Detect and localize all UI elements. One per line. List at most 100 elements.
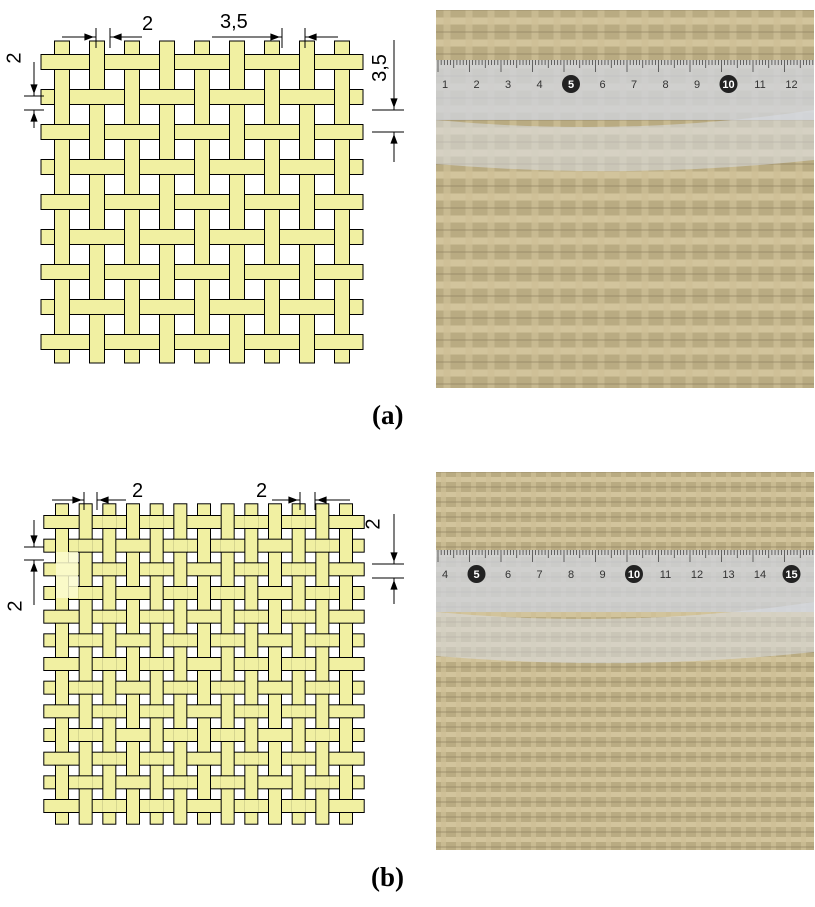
weft-over-crossing [102, 562, 117, 576]
weft-over-crossing [268, 539, 282, 553]
dim-label-b-weft-gap: 2 [362, 518, 385, 530]
dimension-arrow [390, 580, 398, 590]
burlap-warp-thread [597, 10, 605, 388]
ruler-body [436, 550, 814, 612]
weft-over-crossing [264, 334, 280, 350]
warp-yarn [78, 503, 93, 825]
weft-over-crossing [159, 229, 175, 245]
weft-over-crossing [334, 194, 350, 210]
weft-over-crossing [197, 610, 211, 624]
weft-over-crossing [244, 610, 259, 624]
dimension-arrow [307, 33, 317, 41]
weft-over-crossing [334, 54, 350, 70]
weft-over-crossing [159, 159, 175, 175]
ruler-number: 9 [599, 569, 605, 581]
burlap-gap-shadow [436, 273, 814, 275]
weft-over-crossing [264, 124, 280, 140]
burlap-warp-thread [711, 472, 716, 850]
burlap-warp-thread [751, 10, 759, 388]
dimension-arrow [99, 496, 109, 504]
burlap-gap-shadow [436, 10, 814, 11]
weft-over-crossing [194, 194, 210, 210]
weft-over-crossing [197, 704, 211, 718]
burlap-gap-shadow [436, 741, 814, 743]
burlap-gap-shadow [436, 207, 814, 209]
weft-over-crossing [102, 657, 117, 671]
ruler-number: 6 [505, 569, 511, 581]
weft-over-crossing [315, 775, 330, 789]
weft-over-crossing [339, 704, 353, 718]
burlap-warp-thread [553, 10, 561, 388]
dimension-arrow [72, 496, 82, 504]
weft-over-crossing [339, 562, 353, 576]
weft-over-crossing [173, 681, 188, 695]
ruler-number: 1 [442, 79, 448, 91]
burlap-gap-shadow [436, 185, 814, 187]
weft-over-crossing [339, 515, 353, 529]
weft-over-crossing [315, 728, 330, 742]
weft-over-crossing [291, 562, 306, 576]
weft-over-crossing [173, 775, 188, 789]
weft-over-crossing [102, 752, 117, 766]
ruler-number: 9 [694, 79, 700, 91]
weft-over-crossing [244, 752, 259, 766]
warp-yarn [159, 40, 175, 364]
dimension-arrow [30, 562, 38, 572]
weft-over-crossing [264, 54, 280, 70]
weft-over-crossing [78, 775, 93, 789]
weft-over-crossing [315, 681, 330, 695]
dimension-arrow [288, 496, 298, 504]
weft-over-crossing [291, 515, 306, 529]
weft-over-crossing [126, 633, 140, 647]
weft-over-crossing [220, 681, 235, 695]
ruler-number: 7 [631, 79, 637, 91]
burlap-gap-shadow [436, 229, 814, 231]
ruler-number: 5 [568, 79, 574, 91]
weft-over-crossing [339, 752, 353, 766]
ruler-badge [782, 565, 801, 583]
weft-over-crossing [173, 633, 188, 647]
burlap-gap-shadow [436, 31, 814, 33]
weft-over-crossing [334, 334, 350, 350]
ruler-badge [719, 75, 738, 93]
burlap-gap-shadow [436, 756, 814, 758]
weft-over-crossing [55, 752, 69, 766]
ruler-number: 15 [785, 569, 797, 581]
weft-over-crossing [173, 539, 188, 553]
burlap-gap-shadow [436, 295, 814, 297]
burlap-warp-thread [726, 472, 731, 850]
burlap-gap-shadow [436, 711, 814, 713]
dimension-arrow [390, 552, 398, 562]
ruler-number: 13 [722, 569, 734, 581]
weft-over-crossing [54, 334, 70, 350]
highlighted-yarn [56, 552, 78, 598]
weft-over-crossing [102, 799, 117, 813]
weft-over-crossing [78, 633, 93, 647]
weft-over-crossing [194, 334, 210, 350]
burlap-gap-shadow [436, 786, 814, 788]
weft-over-crossing [315, 539, 330, 553]
ruler-number: 12 [785, 79, 797, 91]
weft-over-crossing [334, 264, 350, 280]
weft-over-crossing [149, 752, 164, 766]
weft-over-crossing [89, 229, 105, 245]
burlap-gap-shadow [436, 531, 814, 533]
warp-yarn [315, 503, 330, 825]
weft-over-crossing [339, 799, 353, 813]
burlap-gap-shadow [436, 696, 814, 698]
burlap-warp-thread [471, 472, 476, 850]
dimension-arrow [112, 33, 122, 41]
burlap-warp-thread [741, 472, 746, 850]
weft-over-crossing [229, 229, 245, 245]
weft-over-crossing [124, 194, 140, 210]
weft-over-crossing [149, 657, 164, 671]
burlap-gap-shadow [436, 339, 814, 341]
weft-over-crossing [315, 586, 330, 600]
burlap-warp-thread [531, 10, 539, 388]
weft-over-crossing [149, 610, 164, 624]
weft-over-crossing [299, 89, 315, 105]
